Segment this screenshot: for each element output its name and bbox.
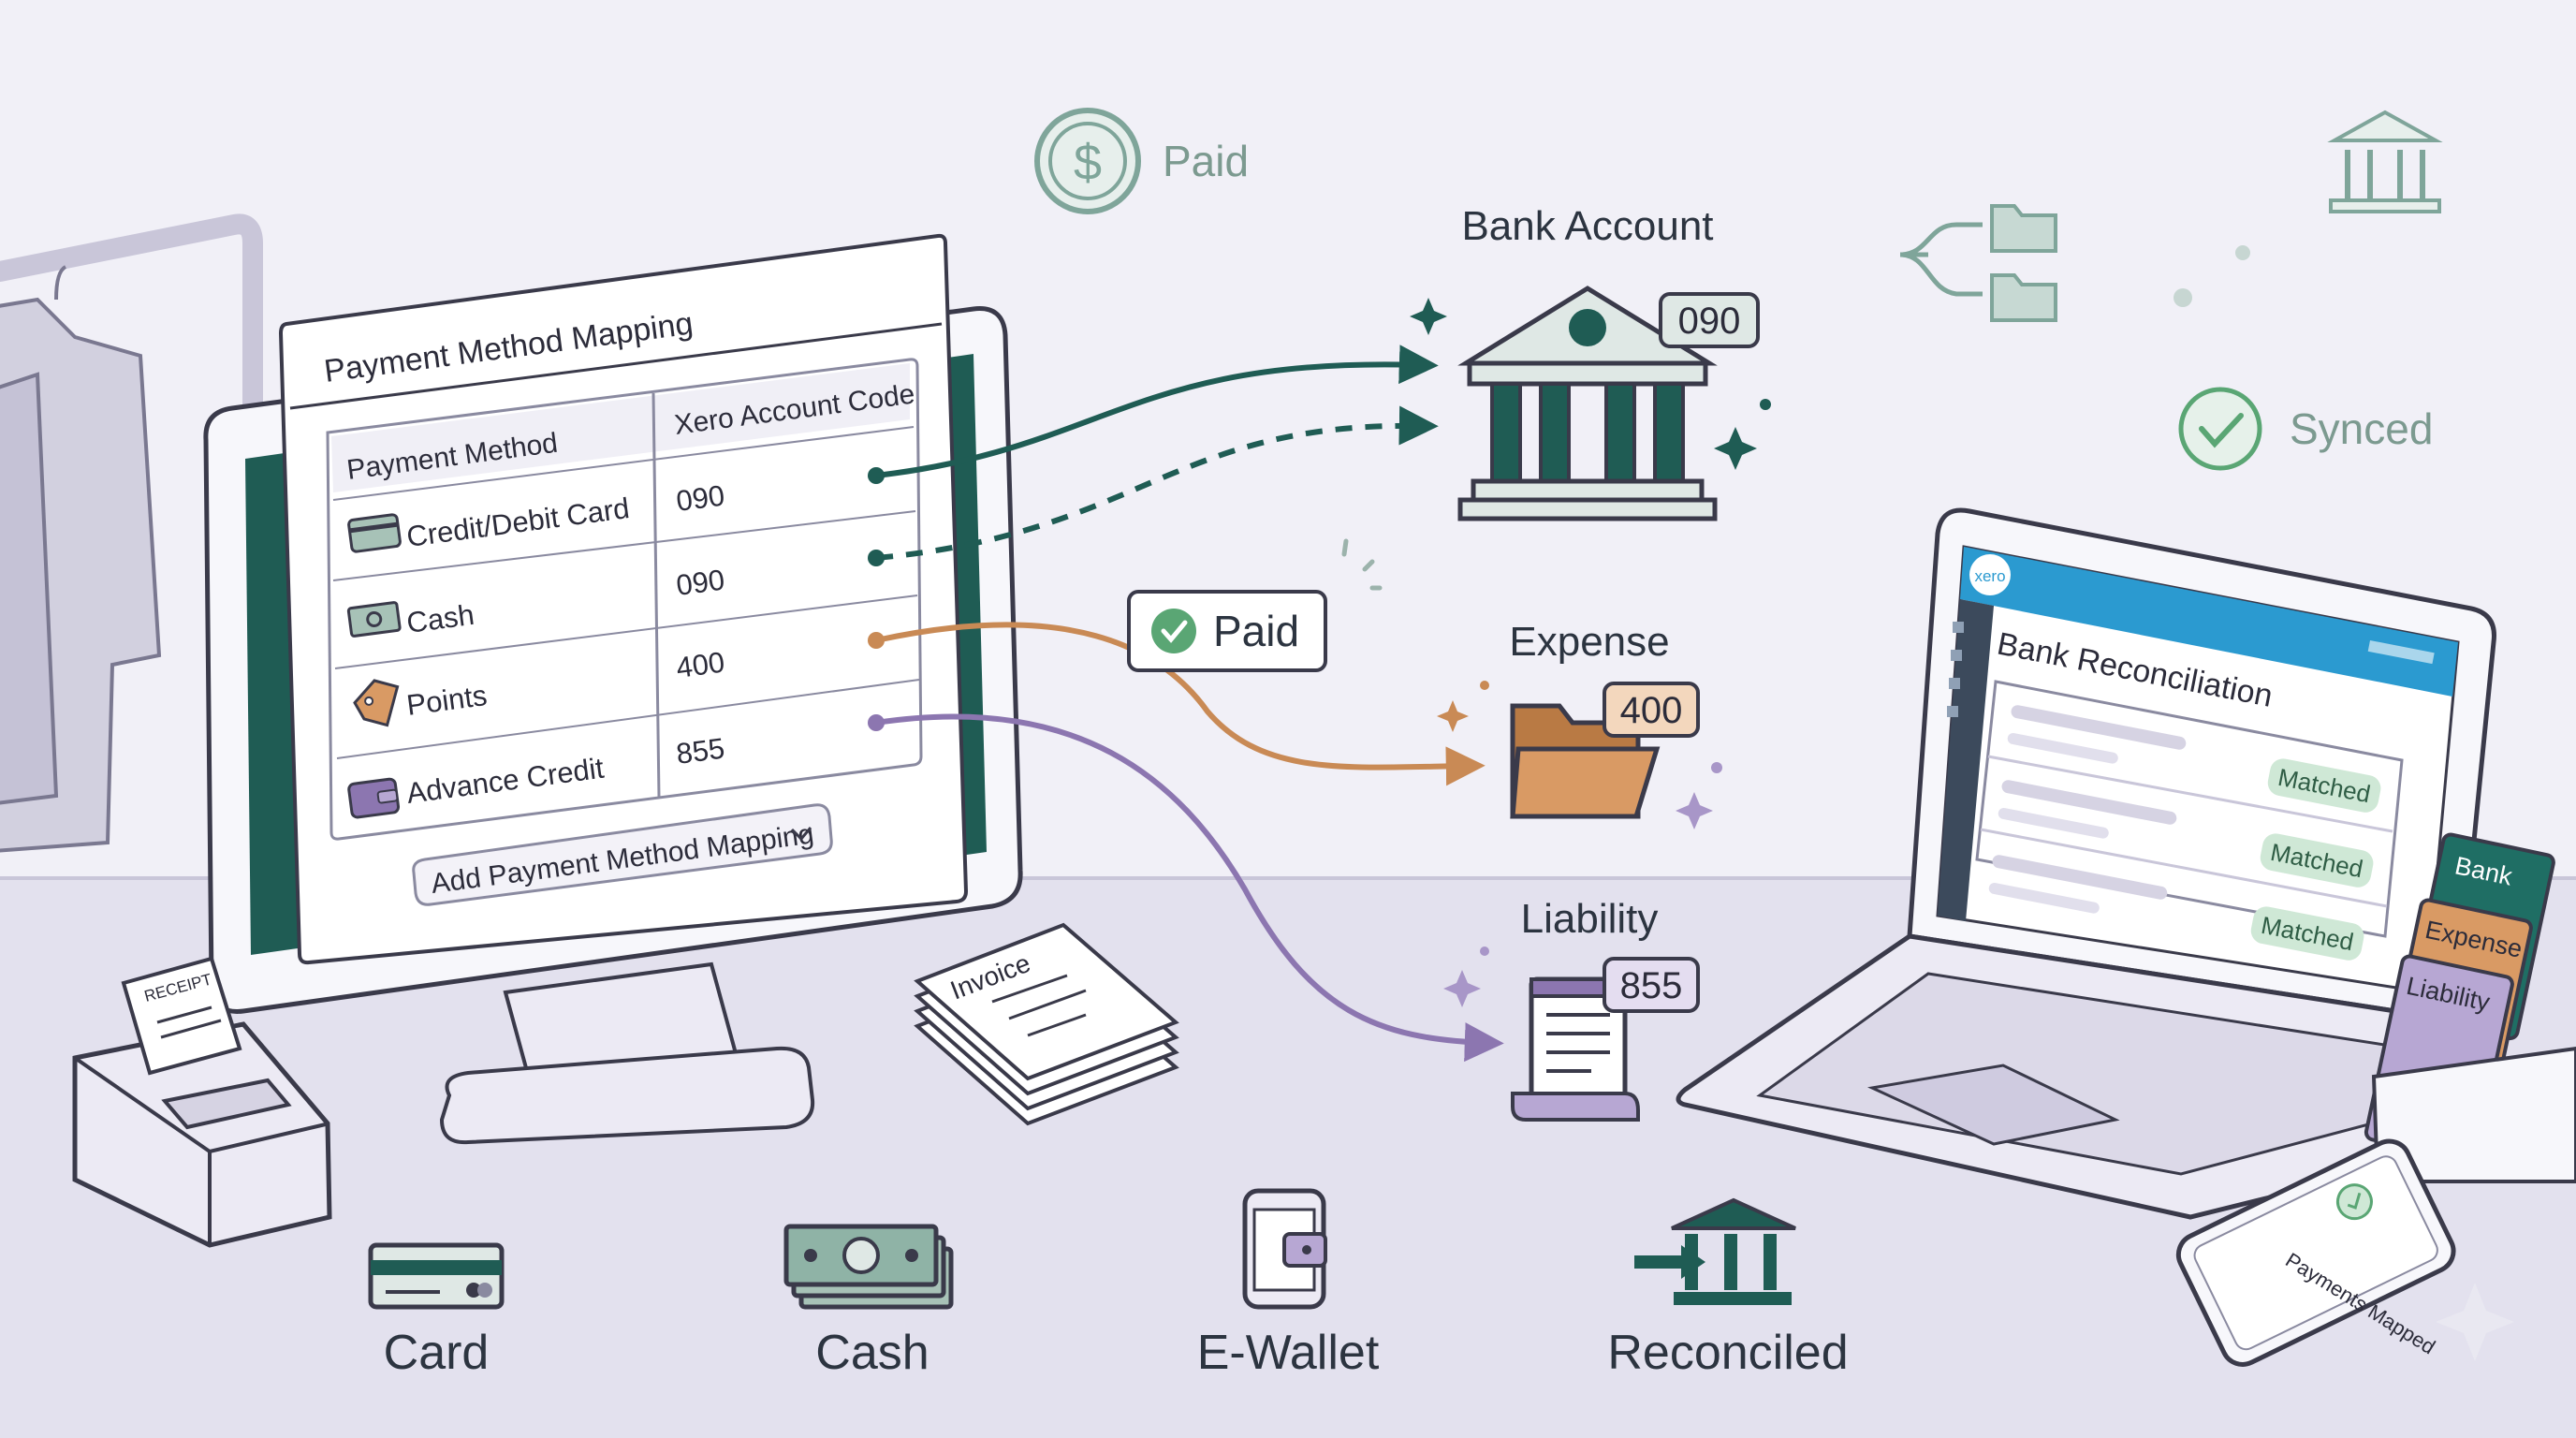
invoice-stack <box>914 922 1179 1126</box>
check-circle-icon <box>1151 609 1196 653</box>
mapping-connectors <box>868 345 1504 1063</box>
bottom-item-label: Card <box>384 1326 490 1380</box>
paid-coin: $ Paid <box>1034 108 1249 214</box>
xero-logo-text: xero <box>1974 567 2005 585</box>
sparkle-icon <box>2436 1283 2514 1361</box>
account-code: 855 <box>674 731 726 770</box>
credit-card-icon <box>347 513 402 553</box>
account-code: 090 <box>674 563 726 601</box>
sparkle-icon <box>1443 970 1481 1007</box>
column-divider <box>651 392 661 799</box>
check-circle-icon <box>2178 387 2262 471</box>
expense-label: Expense <box>1509 619 1669 665</box>
points-tag-icon <box>353 679 400 727</box>
e-wallet-icon <box>1242 1188 1327 1310</box>
expense-code: 400 <box>1620 690 1683 731</box>
sparkle-icon <box>1714 427 1757 470</box>
row-divider <box>332 426 915 501</box>
card-icon <box>368 1242 505 1310</box>
bottom-item-label: E-Wallet <box>1197 1326 1380 1380</box>
account-code: 090 <box>674 478 726 517</box>
bank-icon-small <box>2327 110 2443 213</box>
bank-code: 090 <box>1678 301 1741 342</box>
receipt-printer <box>72 956 332 1248</box>
check-circle-icon <box>2335 1183 2373 1221</box>
cash-icon <box>346 601 402 638</box>
sparkle-icon <box>1410 298 1447 335</box>
synced-status: Synced <box>2178 387 2433 471</box>
synced-label: Synced <box>2290 404 2433 453</box>
matched-badge: Matched <box>2267 758 2381 813</box>
expense-code-badge <box>1603 682 1700 738</box>
bottom-item-e-wallet: E-Wallet <box>1197 1188 1380 1380</box>
account-code: 400 <box>674 645 726 683</box>
bottom-item-label: Reconciled <box>1607 1326 1848 1380</box>
bottom-item-label: Cash <box>815 1326 929 1380</box>
folder-split-icon <box>1899 204 2057 322</box>
bank-account-label: Bank Account <box>1461 203 1713 249</box>
liability-destination: Liability 855 <box>1443 896 1700 1122</box>
cash-stack-icon <box>783 1224 954 1310</box>
bottom-item-cash: Cash <box>783 1224 954 1380</box>
bottom-item-reconciled: Reconciled <box>1607 1197 1849 1380</box>
bank-code-badge <box>1659 292 1760 348</box>
panel-title-divider <box>289 322 943 410</box>
svg-text:$: $ <box>1074 135 1102 191</box>
liability-code-badge <box>1603 957 1700 1013</box>
payment-mapping-panel: Payment Method Mapping Payment Method Xe… <box>278 233 969 965</box>
file-tray: Bank Expense Liability <box>2364 832 2576 1183</box>
sparkle-icon <box>1437 700 1469 732</box>
xero-logo: xero <box>1969 554 2011 595</box>
mapping-row[interactable]: Cash 090 <box>346 563 726 639</box>
row-divider <box>336 679 920 759</box>
paid-status-badge: Paid <box>1127 590 1327 672</box>
liability-code: 855 <box>1620 965 1683 1006</box>
paid-top-label: Paid <box>1163 137 1249 185</box>
row-divider <box>334 594 918 669</box>
chevron-down-icon <box>790 827 812 842</box>
bank-building-icon <box>1457 286 1718 521</box>
bottom-item-card: Card <box>368 1242 505 1380</box>
clothing-rack <box>0 213 263 853</box>
ledger-document-icon <box>1511 976 1640 1122</box>
row-divider <box>332 510 916 581</box>
liability-label: Liability <box>1521 896 1659 942</box>
reconciled-bank-icon <box>1634 1197 1796 1305</box>
bank-account-destination: Bank Account 090 <box>1410 203 1771 521</box>
mapping-row[interactable]: Points 400 <box>350 645 726 733</box>
paid-badge-text: Paid <box>1213 607 1299 655</box>
expense-destination: Expense 400 <box>1437 619 1722 829</box>
sparkle-icon <box>1676 792 1713 829</box>
decor-dot <box>2235 245 2250 260</box>
decor-dot <box>2174 288 2192 307</box>
smartphone <box>2175 1138 2456 1367</box>
wallet-icon <box>347 777 401 819</box>
decor-marks <box>1341 538 1383 591</box>
